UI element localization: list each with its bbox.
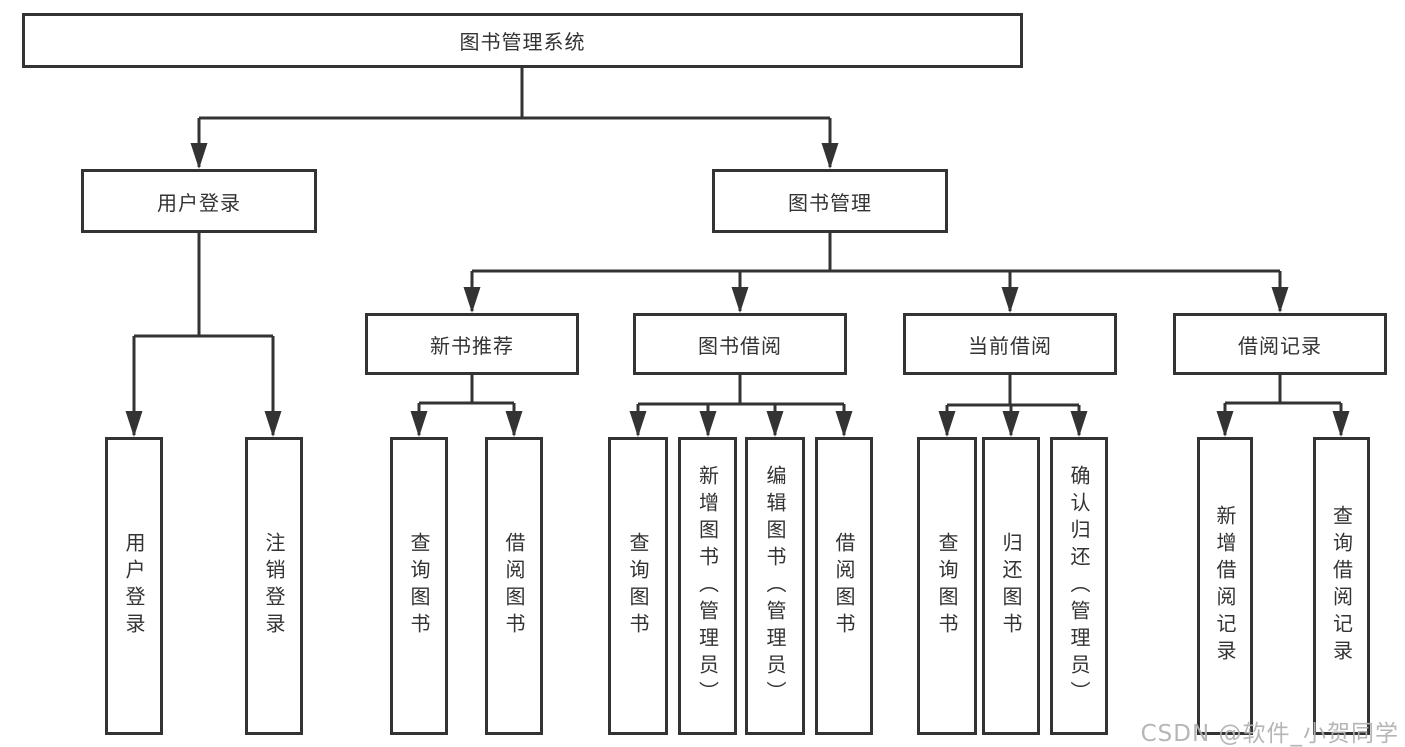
- leaf-current-query-books-label: 查询图书: [935, 532, 959, 640]
- node-user-login-label: 用户登录: [157, 190, 241, 215]
- node-user-login: 用户登录: [81, 169, 317, 233]
- node-current-borrow: 当前借阅: [903, 313, 1117, 375]
- node-root-label: 图书管理系统: [459, 30, 586, 54]
- leaf-user-login-label: 用户登录: [122, 532, 146, 640]
- node-borrow-record: 借阅记录: [1173, 313, 1387, 375]
- node-book-borrow-label: 图书借阅: [698, 333, 782, 358]
- leaf-newbook-borrow-books: 借阅图书: [485, 437, 543, 735]
- leaf-confirm-return-admin: 确认归还（管理员）: [1050, 437, 1108, 735]
- leaf-add-books-admin: 新增图书（管理员）: [678, 437, 737, 735]
- leaf-borrow-books: 借阅图书: [815, 437, 873, 735]
- leaf-logout-label: 注销登录: [262, 532, 286, 640]
- leaf-return-books-label: 归还图书: [999, 532, 1023, 640]
- leaf-newbook-query-books: 查询图书: [390, 437, 448, 735]
- leaf-add-borrow-record: 新增借阅记录: [1197, 437, 1253, 735]
- node-borrow-record-label: 借阅记录: [1238, 333, 1322, 358]
- leaf-confirm-return-admin-label: 确认归还（管理员）: [1067, 464, 1091, 708]
- leaf-newbook-borrow-books-label: 借阅图书: [502, 532, 526, 640]
- leaf-query-borrow-record-label: 查询借阅记录: [1329, 505, 1354, 667]
- leaf-query-borrow-record: 查询借阅记录: [1313, 437, 1370, 735]
- node-new-book-recommend: 新书推荐: [365, 313, 579, 375]
- leaf-current-query-books: 查询图书: [917, 437, 977, 735]
- node-book-borrow: 图书借阅: [633, 313, 847, 375]
- leaf-logout: 注销登录: [245, 437, 303, 735]
- leaf-borrow-query-books: 查询图书: [608, 437, 668, 735]
- node-new-book-recommend-label: 新书推荐: [430, 333, 514, 358]
- node-book-manage: 图书管理: [712, 169, 948, 233]
- leaf-user-login: 用户登录: [105, 437, 163, 735]
- csdn-watermark: CSDN @软件_小贺同学: [1140, 721, 1399, 747]
- node-book-manage-label: 图书管理: [788, 190, 872, 215]
- leaf-return-books: 归还图书: [982, 437, 1040, 735]
- node-root-system: 图书管理系统: [22, 13, 1023, 68]
- leaf-add-borrow-record-label: 新增借阅记录: [1213, 505, 1237, 667]
- leaf-borrow-books-label: 借阅图书: [832, 532, 856, 640]
- leaf-borrow-query-books-label: 查询图书: [626, 532, 650, 640]
- leaf-newbook-query-books-label: 查询图书: [407, 532, 431, 640]
- node-current-borrow-label: 当前借阅: [968, 333, 1052, 358]
- leaf-edit-books-admin-label: 编辑图书（管理员）: [763, 464, 787, 708]
- leaf-edit-books-admin: 编辑图书（管理员）: [745, 437, 805, 735]
- leaf-add-books-admin-label: 新增图书（管理员）: [695, 464, 720, 708]
